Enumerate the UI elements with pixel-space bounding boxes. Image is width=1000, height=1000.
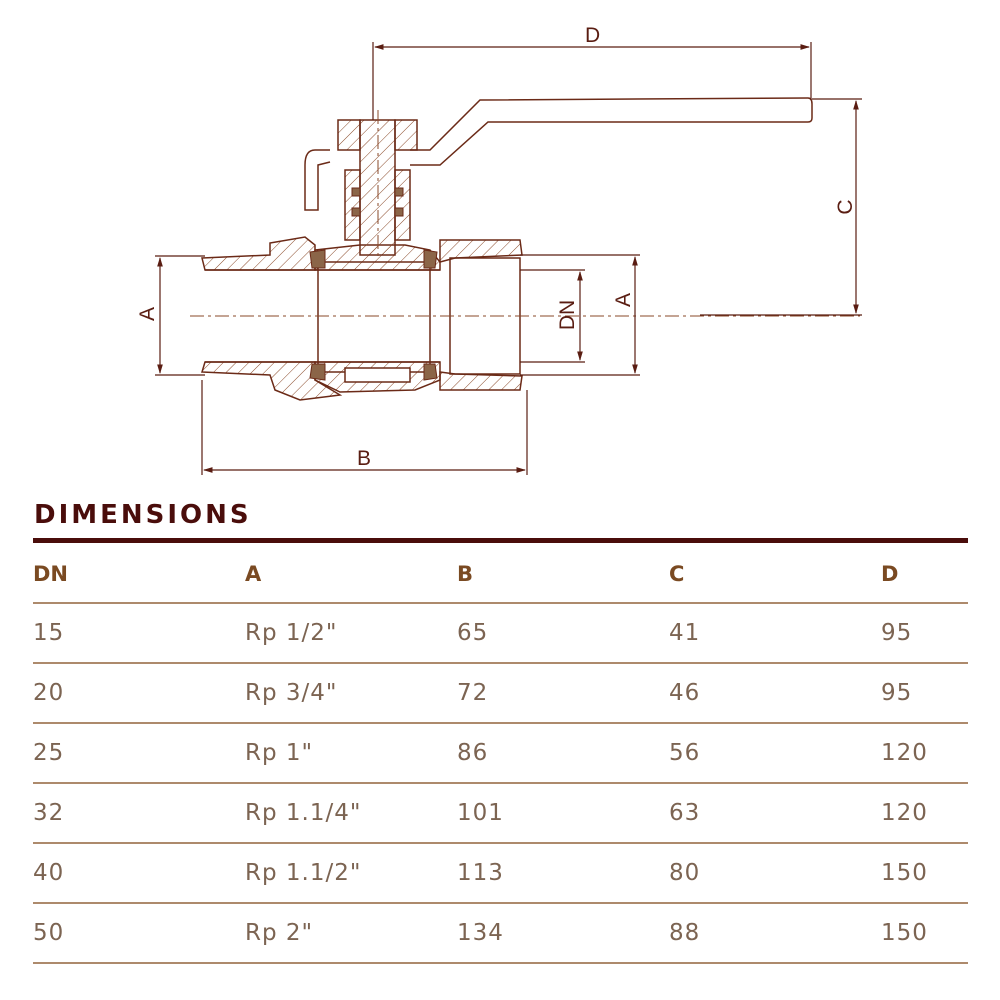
cell-d: 150 [881,843,968,904]
dim-label-c: C [834,199,857,214]
dim-label-dn: DN [556,300,579,330]
header-c: C [669,543,881,604]
cell-b: 86 [457,723,669,784]
dim-label-b: B [357,447,371,470]
cell-a: Rp 1" [245,723,457,784]
cell-b: 113 [457,843,669,904]
cell-c: 88 [669,903,881,964]
cell-dn: 25 [33,723,245,784]
cell-dn: 32 [33,783,245,844]
center-lines [190,110,860,317]
cell-a: Rp 1.1/2" [245,843,457,904]
cell-c: 63 [669,783,881,844]
cell-b: 65 [457,603,669,664]
cell-c: 80 [669,843,881,904]
cell-d: 95 [881,663,968,724]
table-row: 50 Rp 2" 134 88 150 [33,903,968,964]
header-b: B [457,543,669,604]
cell-dn: 15 [33,603,245,664]
cell-b: 101 [457,783,669,844]
cell-d: 120 [881,723,968,784]
table-row: 40 Rp 1.1/2" 113 80 150 [33,843,968,904]
cell-dn: 20 [33,663,245,724]
header-dn: DN [33,543,245,604]
cell-d: 150 [881,903,968,964]
table-header-row: DN A B C D [33,543,968,604]
dimensions-table: DN A B C D 15 Rp 1/2" 65 41 95 20 Rp 3/4… [33,543,968,964]
cell-a: Rp 1.1/4" [245,783,457,844]
table-row: 25 Rp 1" 86 56 120 [33,723,968,784]
cell-b: 134 [457,903,669,964]
ball-valve-drawing: D C A DN A B [136,24,862,475]
cell-a: Rp 2" [245,903,457,964]
seals [309,187,438,381]
dim-label-d: D [585,24,600,47]
cell-d: 120 [881,783,968,844]
table-row: 20 Rp 3/4" 72 46 95 [33,663,968,724]
cell-c: 41 [669,603,881,664]
cell-c: 56 [669,723,881,784]
cell-a: Rp 3/4" [245,663,457,724]
table-row: 15 Rp 1/2" 65 41 95 [33,603,968,664]
cell-c: 46 [669,663,881,724]
section-title: DIMENSIONS [34,500,252,530]
cell-a: Rp 1/2" [245,603,457,664]
table-row: 32 Rp 1.1/4" 101 63 120 [33,783,968,844]
cell-b: 72 [457,663,669,724]
dimension-lines [155,42,862,475]
cell-d: 95 [881,603,968,664]
header-a: A [245,543,457,604]
valve-body [201,97,813,401]
header-d: D [881,543,968,604]
title-divider [33,538,968,543]
dim-label-a-right: A [612,293,635,307]
cell-dn: 40 [33,843,245,904]
cell-dn: 50 [33,903,245,964]
dim-label-a-left: A [136,307,159,321]
